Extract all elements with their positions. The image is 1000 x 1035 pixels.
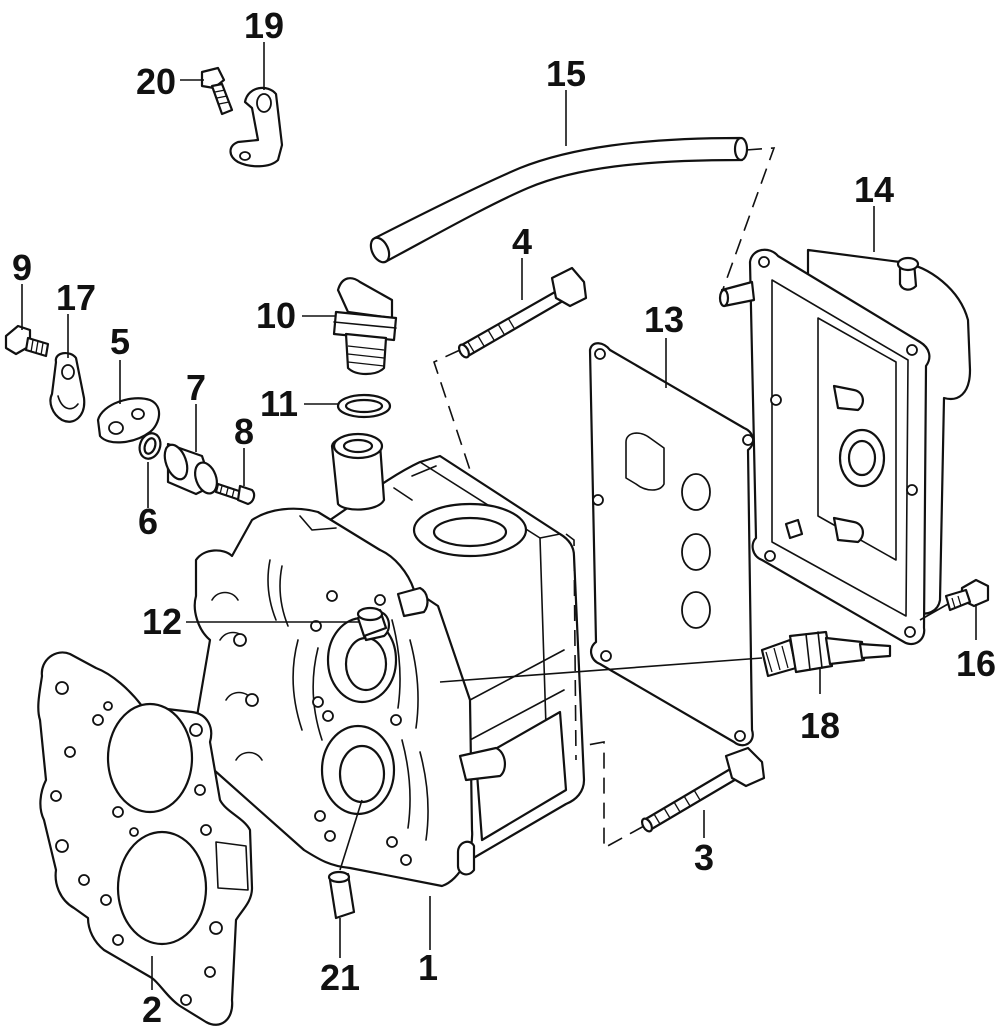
- callout-4: 4: [512, 221, 532, 262]
- callout-10: 10: [256, 295, 296, 336]
- callout-15: 15: [546, 53, 586, 94]
- part-10-plug: [332, 277, 398, 376]
- part-13-gasket: [588, 342, 754, 747]
- callout-1: 1: [418, 947, 438, 988]
- callout-6: 6: [138, 501, 158, 542]
- callout-11: 11: [260, 383, 298, 424]
- callout-5: 5: [110, 321, 130, 362]
- assembly-line-bolt3: [581, 741, 645, 850]
- callout-20: 20: [136, 61, 176, 102]
- callout-21: 21: [320, 957, 360, 998]
- assembly-line-cover-head: [565, 533, 577, 761]
- leader-21: [339, 799, 363, 958]
- callout-7: 7: [186, 367, 206, 408]
- part-19-bracket: [229, 86, 284, 168]
- part-14-head-cover: [718, 248, 972, 646]
- callout-9: 9: [12, 247, 32, 288]
- part-9-bolt: [4, 324, 50, 358]
- callout-19: 19: [244, 5, 284, 46]
- callout-12: 12: [142, 601, 182, 642]
- part-15-hose: [369, 136, 749, 264]
- callout-8: 8: [234, 411, 254, 452]
- assembly-line-bolt4: [433, 349, 471, 471]
- callout-18: 18: [800, 705, 840, 746]
- part-21-dowel: [327, 870, 356, 920]
- callout-16: 16: [956, 643, 996, 684]
- part-8-screw: [214, 482, 256, 506]
- part-18-spark-plug: [760, 630, 892, 678]
- part-1-cylinder-head: [193, 432, 586, 888]
- assembly-line-bolt16: [919, 603, 949, 621]
- part-5-grommet: [96, 397, 161, 444]
- part-7-sleeve: [163, 442, 218, 496]
- assembly-line-hose-cover: [721, 147, 776, 293]
- assembly-line-plug: [439, 657, 763, 683]
- callout-2: 2: [142, 989, 162, 1030]
- part-11-washer: [336, 393, 392, 419]
- callout-3: 3: [694, 837, 714, 878]
- part-17-clip: [49, 352, 86, 423]
- part-2-head-gasket: [37, 651, 254, 1026]
- part-16-bolt: [944, 578, 990, 612]
- callout-14: 14: [854, 169, 894, 210]
- part-3-bolt: [640, 746, 766, 833]
- callout-17: 17: [56, 277, 96, 318]
- part-4-bolt: [457, 266, 588, 359]
- part-6-o-ring: [138, 432, 162, 460]
- part-20-bolt: [200, 66, 234, 116]
- callout-13: 13: [644, 299, 684, 340]
- part-12-dowel: [356, 606, 388, 638]
